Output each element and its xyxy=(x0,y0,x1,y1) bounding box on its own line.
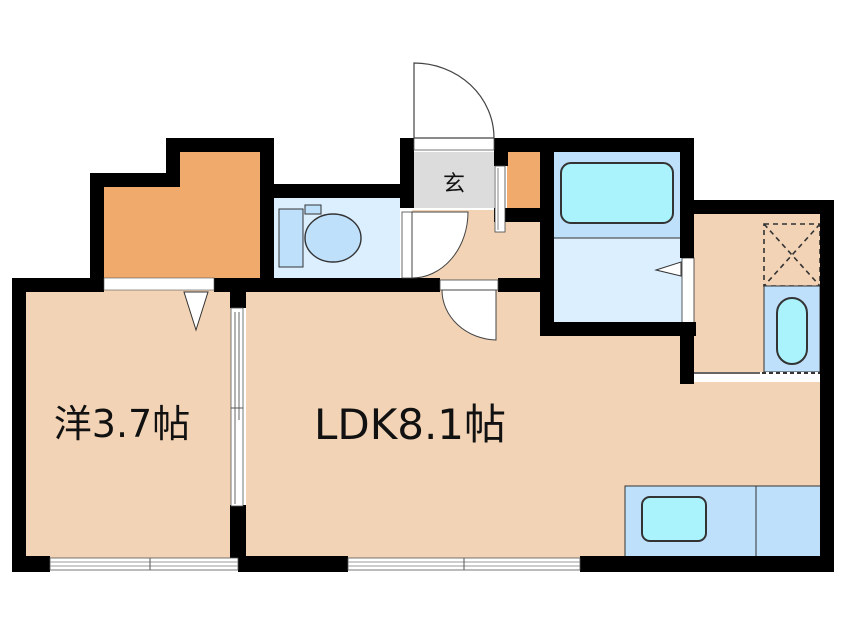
toilet-door[interactable] xyxy=(401,211,469,279)
entrance-floor xyxy=(414,152,494,208)
front-door[interactable] xyxy=(413,62,495,151)
toilet-bowl xyxy=(304,213,362,263)
western-ldk-sliding-door[interactable] xyxy=(230,307,244,507)
washroom-sliding-door[interactable] xyxy=(694,372,822,382)
closet-door-triangle xyxy=(183,291,209,332)
shoe-storage xyxy=(507,152,541,216)
shoe-storage-door[interactable] xyxy=(494,165,506,233)
entrance-label: 玄 xyxy=(443,172,465,197)
kitchen-sink xyxy=(641,496,707,542)
window-ldk xyxy=(347,557,581,571)
bathtub xyxy=(560,162,674,224)
toilet-tank-top xyxy=(304,204,322,215)
closet-opening[interactable] xyxy=(103,277,215,291)
closet xyxy=(104,152,260,278)
window-western xyxy=(49,557,239,571)
toilet-tank xyxy=(278,208,304,268)
western-room-floor xyxy=(24,290,232,558)
wash-basin xyxy=(776,297,808,365)
ldk-label: LDK8.1帖 xyxy=(314,400,506,449)
bath-door-triangle xyxy=(654,261,682,277)
ldk-door[interactable] xyxy=(439,279,499,341)
bath-door[interactable] xyxy=(681,257,695,325)
walls xyxy=(12,138,834,572)
western-room-label: 洋3.7帖 xyxy=(54,402,190,446)
